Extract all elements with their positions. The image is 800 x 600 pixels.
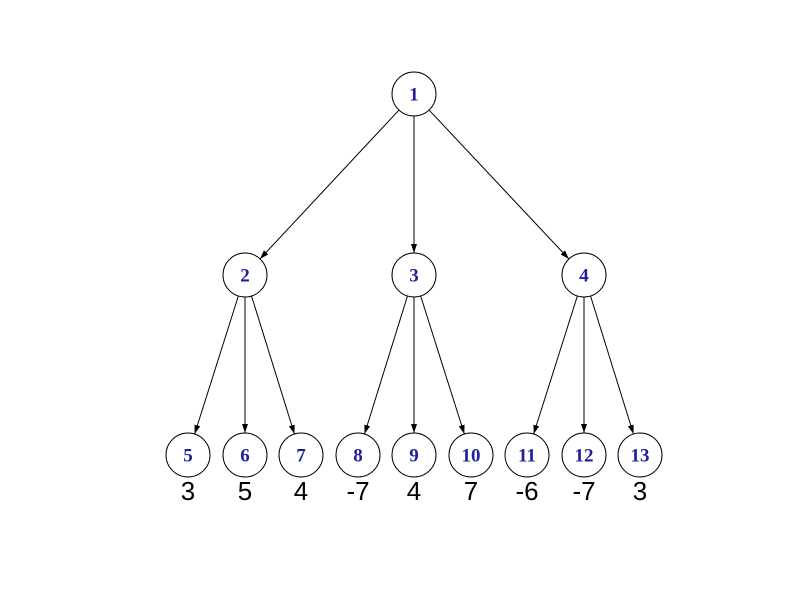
tree-node-4: 4 (561, 252, 607, 298)
node-circle-5 (165, 432, 211, 478)
tree-edge-2-7 (251, 295, 295, 435)
node-circle-4 (561, 252, 607, 298)
leaf-value-12: -7 (572, 476, 595, 506)
node-label-13: 13 (631, 446, 650, 467)
leaf-value-6: 5 (238, 476, 252, 506)
node-circle-11 (504, 432, 550, 478)
node-label-5: 5 (183, 446, 193, 467)
node-circle-8 (335, 432, 381, 478)
node-label-1: 1 (409, 85, 419, 106)
node-label-3: 3 (409, 266, 419, 287)
node-label-11: 11 (518, 446, 536, 467)
leaf-value-13: 3 (633, 476, 647, 506)
tree-node-12: 12-7 (561, 432, 607, 506)
node-label-7: 7 (296, 446, 306, 467)
node-label-10: 10 (462, 446, 481, 467)
tree-node-11: 11-6 (504, 432, 550, 506)
tree-node-9: 94 (391, 432, 437, 506)
node-circle-12 (561, 432, 607, 478)
tree-node-2: 2 (222, 252, 268, 298)
node-circle-9 (391, 432, 437, 478)
node-label-4: 4 (579, 266, 589, 287)
tree-edge-1-2 (259, 109, 400, 260)
node-circle-1 (391, 71, 437, 117)
node-label-8: 8 (353, 446, 363, 467)
leaf-value-5: 3 (181, 476, 195, 506)
tree-node-10: 107 (448, 432, 494, 506)
node-circle-6 (222, 432, 268, 478)
tree-edge-1-4 (428, 109, 570, 260)
node-label-12: 12 (575, 446, 594, 467)
tree-node-7: 74 (278, 432, 324, 506)
leaf-value-10: 7 (464, 476, 478, 506)
node-circle-10 (448, 432, 494, 478)
leaf-value-7: 4 (294, 476, 308, 506)
node-circle-7 (278, 432, 324, 478)
tree-node-13: 133 (617, 432, 663, 506)
tree-node-8: 8-7 (335, 432, 381, 506)
node-circle-13 (617, 432, 663, 478)
node-circle-3 (391, 252, 437, 298)
tree-edge-4-13 (590, 295, 634, 435)
node-label-9: 9 (409, 446, 419, 467)
node-label-2: 2 (240, 266, 250, 287)
node-label-6: 6 (240, 446, 250, 467)
tree-edge-4-11 (533, 295, 578, 435)
tree-edge-3-8 (364, 295, 408, 435)
leaf-value-8: -7 (346, 476, 369, 506)
tree-node-6: 65 (222, 432, 268, 506)
leaf-value-9: 4 (407, 476, 421, 506)
node-circle-2 (222, 252, 268, 298)
tree-node-3: 3 (391, 252, 437, 298)
tree-edge-3-10 (420, 295, 465, 435)
leaf-value-11: -6 (515, 476, 538, 506)
tree-node-5: 53 (165, 432, 211, 506)
tree-node-1: 1 (391, 71, 437, 117)
tree-edge-2-5 (194, 295, 239, 435)
